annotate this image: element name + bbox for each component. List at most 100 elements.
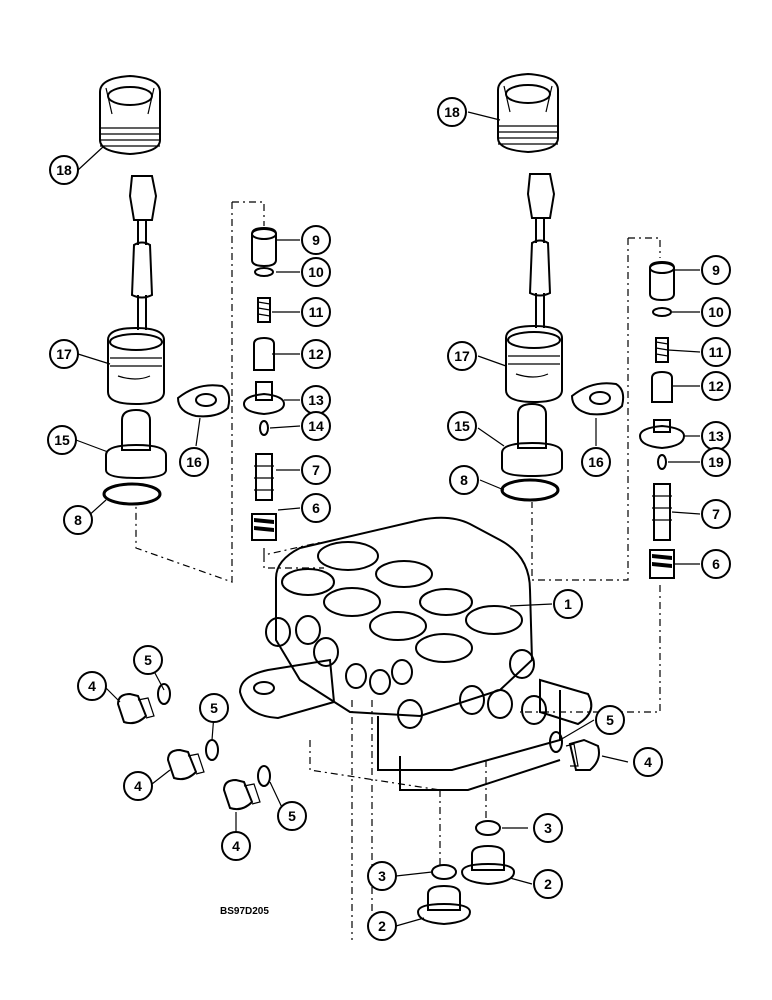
- callout-17: 17: [447, 341, 477, 371]
- callout-circle: [367, 911, 397, 941]
- callout-circle: [301, 339, 331, 369]
- callout-circle: [701, 371, 731, 401]
- callout-12: 12: [701, 371, 731, 401]
- callout-circle: [701, 549, 731, 579]
- callout-label: 4: [232, 838, 240, 854]
- callout-10: 10: [301, 257, 331, 287]
- callout-label: 6: [712, 556, 720, 572]
- right-tube-adapter: [501, 402, 563, 478]
- callout-circle: [301, 411, 331, 441]
- callout-circle: [701, 337, 731, 367]
- callout-circle: [301, 225, 331, 255]
- callout-label: 18: [56, 162, 72, 178]
- callout-label: 11: [709, 344, 724, 360]
- callout-7: 7: [701, 499, 731, 529]
- callout-13: 13: [701, 421, 731, 451]
- right-solenoid-coil: [505, 324, 563, 404]
- callout-9: 9: [701, 255, 731, 285]
- callout-label: 15: [54, 432, 70, 448]
- callout-9: 9: [301, 225, 331, 255]
- callout-label: 7: [712, 506, 720, 522]
- callout-13: 13: [301, 385, 331, 415]
- callout-label: 5: [288, 808, 296, 824]
- callout-circle: [633, 747, 663, 777]
- callout-label: 9: [312, 232, 320, 248]
- callout-circle: [595, 705, 625, 735]
- callout-19: 19: [701, 447, 731, 477]
- callout-5: 5: [199, 693, 229, 723]
- callout-label: 4: [88, 678, 96, 694]
- callout-circle: [701, 255, 731, 285]
- callout-circle: [533, 869, 563, 899]
- callout-circle: [301, 493, 331, 523]
- callout-2: 2: [367, 911, 397, 941]
- callout-18: 18: [437, 97, 467, 127]
- leader-lines: [75, 111, 701, 927]
- callout-label: 17: [56, 346, 72, 362]
- callout-circle: [447, 341, 477, 371]
- right-o-ring: [500, 478, 560, 502]
- callout-8: 8: [449, 465, 479, 495]
- callout-circle: [367, 861, 397, 891]
- callout-12: 12: [301, 339, 331, 369]
- callout-8: 8: [63, 505, 93, 535]
- callout-circle: [701, 499, 731, 529]
- callout-label: 4: [134, 778, 142, 794]
- callout-17: 17: [49, 339, 79, 369]
- callout-circle: [701, 297, 731, 327]
- left-coil-nut: [99, 74, 161, 156]
- callout-label: 17: [454, 348, 470, 364]
- left-tab-washer: [176, 384, 231, 418]
- left-connector-wire: [128, 175, 158, 330]
- valve-body: [238, 516, 593, 791]
- callout-circle: [133, 645, 163, 675]
- right-spool-parts: [638, 260, 686, 579]
- callout-label: 13: [308, 392, 324, 408]
- callout-label: 14: [308, 418, 324, 434]
- callout-4: 4: [221, 831, 251, 861]
- callout-circle: [301, 455, 331, 485]
- callout-label: 10: [708, 304, 724, 320]
- callout-circle: [77, 671, 107, 701]
- callout-16: 16: [179, 447, 209, 477]
- callout-circle: [47, 425, 77, 455]
- callout-circle: [701, 447, 731, 477]
- callout-label: 5: [144, 652, 152, 668]
- callout-circle: [449, 465, 479, 495]
- callout-label: 18: [444, 104, 460, 120]
- right-tab-washer: [570, 382, 625, 416]
- callout-circle: [301, 297, 331, 327]
- callout-4: 4: [123, 771, 153, 801]
- callout-label: 1: [564, 596, 572, 612]
- callout-label: 2: [544, 876, 552, 892]
- callout-circle: [49, 339, 79, 369]
- callout-11: 11: [301, 297, 331, 327]
- right-coil-nut: [497, 72, 559, 154]
- callout-label: 3: [378, 868, 386, 884]
- callout-circle: [221, 831, 251, 861]
- callout-label: 6: [312, 500, 320, 516]
- callout-label: 5: [606, 712, 614, 728]
- callout-4: 4: [633, 747, 663, 777]
- callout-3: 3: [533, 813, 563, 843]
- callout-label: 3: [544, 820, 552, 836]
- callout-label: 9: [712, 262, 720, 278]
- callout-14: 14: [301, 411, 331, 441]
- callout-16: 16: [581, 447, 611, 477]
- callout-circle: [63, 505, 93, 535]
- callout-15: 15: [47, 425, 77, 455]
- callout-label: 19: [708, 454, 724, 470]
- callout-10: 10: [701, 297, 731, 327]
- callout-1: 1: [553, 589, 583, 619]
- callout-circle: [447, 411, 477, 441]
- callout-5: 5: [595, 705, 625, 735]
- callout-4: 4: [77, 671, 107, 701]
- right-connector-wire: [526, 173, 556, 328]
- callout-label: 15: [454, 418, 470, 434]
- left-o-ring: [102, 482, 162, 506]
- callout-circle: [437, 97, 467, 127]
- callout-label: 8: [460, 472, 468, 488]
- callout-label: 13: [708, 428, 724, 444]
- callout-circle: [199, 693, 229, 723]
